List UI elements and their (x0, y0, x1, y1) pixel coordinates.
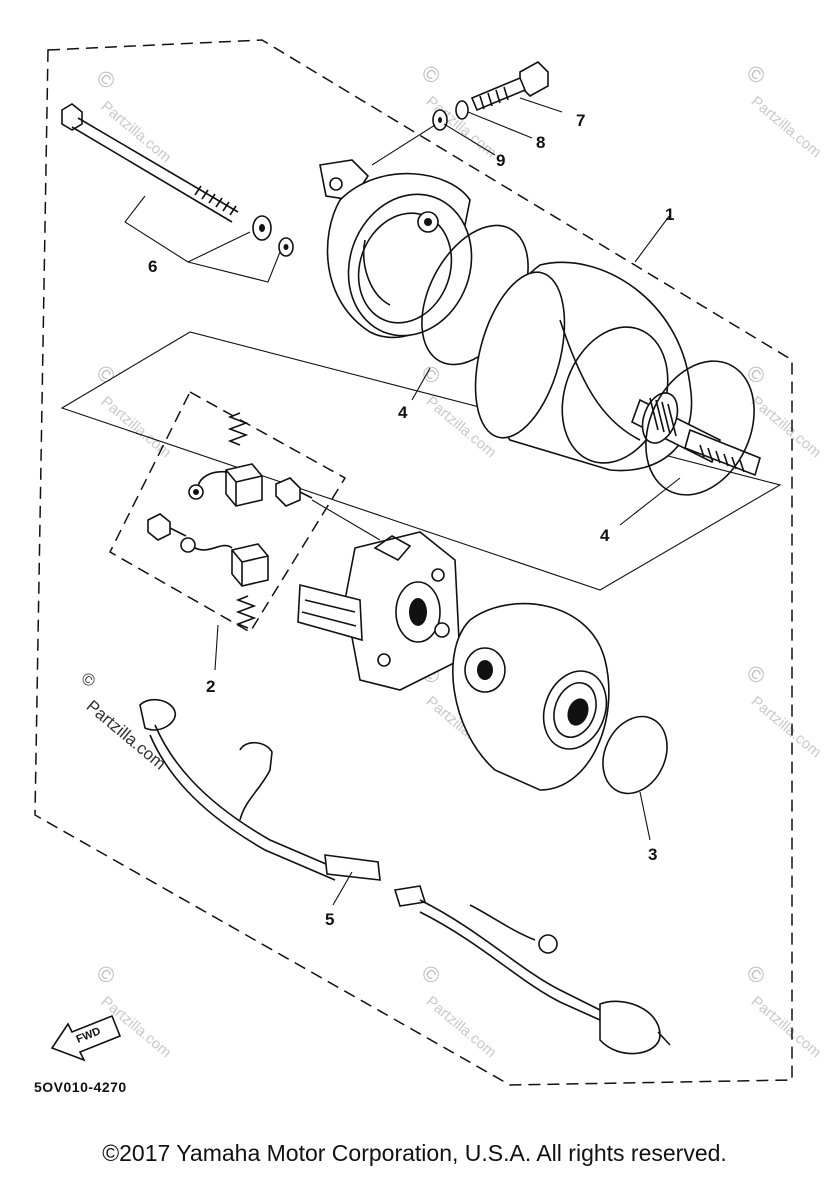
watermark-symbol-dark: © (77, 669, 99, 692)
watermark-text: Partzilla.com (98, 98, 175, 166)
callout-1: 1 (665, 205, 674, 224)
callout-7: 7 (576, 111, 585, 130)
diagram-code: 5OV010-4270 (34, 1079, 127, 1095)
o-ring-4-lower (645, 360, 755, 496)
washer-8 (455, 100, 469, 120)
rear-cover (452, 602, 610, 791)
watermark-symbol: © (742, 60, 770, 90)
watermark-symbol: © (742, 360, 770, 390)
leader-lines (214, 97, 681, 906)
watermark-text: Partzilla.com (748, 693, 825, 761)
watermark-symbol: © (92, 360, 120, 390)
watermark-text: Partzilla.com (748, 93, 825, 161)
watermark-symbol: © (742, 960, 770, 990)
front-cover (319, 159, 473, 339)
through-bolt (61, 103, 239, 223)
callout-8: 8 (536, 133, 545, 152)
watermark-text: Partzilla.com (748, 393, 825, 461)
callout-6: 6 (148, 257, 157, 276)
watermark-text: Partzilla.com (748, 993, 825, 1061)
brush-set (147, 412, 313, 629)
brush-holder (297, 531, 461, 691)
fwd-arrow-icon: FWD (50, 1014, 122, 1062)
o-ring-3 (602, 715, 668, 795)
callout-4-lower: 4 (600, 526, 610, 545)
copyright-notice: ©2017 Yamaha Motor Corporation, U.S.A. A… (102, 1140, 727, 1166)
armature-yoke (474, 261, 761, 477)
assembly-boundary (34, 39, 793, 1086)
watermark-text: Partzilla.com (423, 993, 500, 1061)
callout-3: 3 (648, 845, 657, 864)
watermark-symbol: © (742, 660, 770, 690)
watermark-symbol: © (417, 960, 445, 990)
callout-2: 2 (206, 677, 215, 696)
watermark-symbol: © (92, 65, 120, 95)
motor-group-outline (60, 331, 782, 591)
lead-wire-harness (139, 698, 671, 1055)
bolt-7 (470, 61, 549, 112)
callout-4-upper: 4 (398, 403, 408, 422)
brush-group-boundary (109, 390, 347, 634)
callout-5: 5 (325, 910, 334, 929)
watermark-symbol: © (417, 60, 445, 90)
callout-9: 9 (496, 151, 505, 170)
watermark-text: Partzilla.com (98, 393, 175, 461)
watermark-symbol: © (92, 960, 120, 990)
